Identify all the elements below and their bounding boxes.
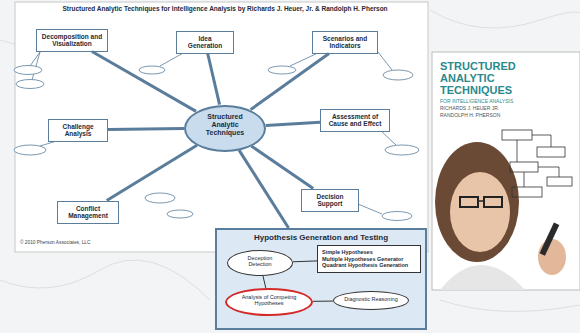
- node-text: Assessment of Cause and Effect: [325, 113, 385, 128]
- node-text: Hypothesis Generation and Testing: [221, 233, 421, 242]
- diagram-title: Structured Analytic Techniques for Intel…: [30, 5, 420, 12]
- spoke-line: [251, 54, 329, 110]
- technique-box: Challenge Analysis: [48, 119, 108, 142]
- node-text: Quadrant Hypothesis Generation: [322, 262, 416, 269]
- copyright-note: © 2010 Pherson Associates, LLC: [20, 240, 90, 245]
- technique-box: Assessment of Cause and Effect: [320, 109, 390, 132]
- technique-box: Hypothesis Generation and TestingDecepti…: [215, 228, 427, 330]
- node-text: Conflict Management: [62, 205, 114, 220]
- node-text: Multiple Hypotheses Generator: [322, 256, 416, 263]
- node-text: RANDOLPH H. PHERSON: [440, 112, 572, 118]
- node-text: Challenge Analysis: [53, 123, 103, 138]
- connector-line: [293, 260, 317, 262]
- diagram-card: [15, 2, 428, 252]
- node-text: Structured Analytic Techniques: [198, 113, 252, 138]
- book-cover-art: [432, 52, 580, 290]
- spoke-line: [266, 122, 320, 125]
- technique-box: Idea Generation: [176, 31, 234, 54]
- child-ellipses: [14, 52, 419, 221]
- spoke-line: [92, 52, 196, 112]
- technique-ellipse: Diagnostic Reasoning: [333, 291, 409, 310]
- node-text: Simple Hypotheses: [322, 249, 416, 256]
- technique-box: Decomposition and Visualization: [36, 29, 108, 52]
- node-text: STRUCTURED ANALYTIC TECHNIQUES: [440, 60, 535, 96]
- technique-box: Conflict Management: [57, 201, 119, 224]
- node-text: RICHARDS J. HEUER JR.: [440, 105, 572, 111]
- connector-line: [263, 276, 266, 288]
- technique-box: Decision Support: [301, 189, 359, 212]
- node-text: Diagnostic Reasoning: [343, 296, 399, 302]
- spoke-line: [108, 129, 184, 130]
- node-text: Decision Support: [306, 193, 354, 208]
- technique-box: Scenarios and Indicators: [312, 31, 378, 54]
- node-text: FOR INTELLIGENCE ANALYSIS: [440, 98, 572, 104]
- connector-line: [313, 301, 333, 302]
- technique-box: Simple HypothesesMultiple Hypotheses Gen…: [317, 245, 421, 273]
- spoke-line: [208, 54, 220, 105]
- technique-ellipse: Deception Detection: [227, 250, 293, 276]
- technique-box: STRUCTURED ANALYTIC TECHNIQUES FOR INTELL…: [432, 52, 580, 290]
- node-text: Idea Generation: [181, 35, 229, 50]
- spoke-line: [107, 145, 197, 200]
- node-text: Analysis of Competing Hypotheses: [236, 294, 302, 307]
- technique-ellipse: Analysis of Competing Hypotheses: [225, 288, 313, 316]
- node-text: Scenarios and Indicators: [317, 35, 373, 50]
- spoke-line: [239, 150, 289, 228]
- node-text: Deception Detection: [237, 255, 283, 268]
- node-text: Decomposition and Visualization: [41, 33, 103, 48]
